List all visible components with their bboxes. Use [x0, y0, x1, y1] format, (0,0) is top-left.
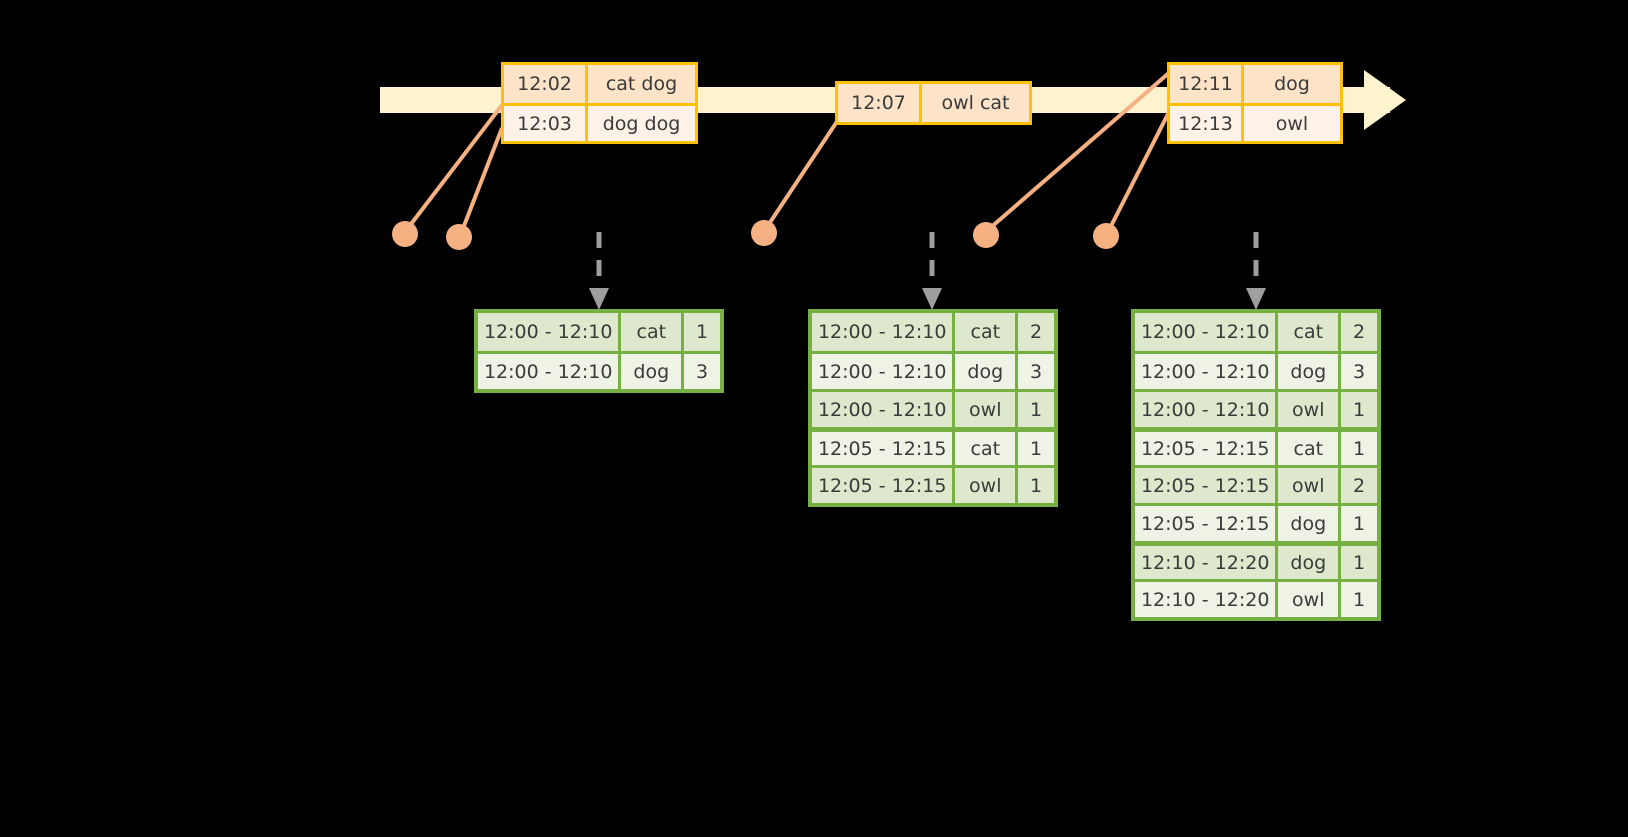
word-count: 1: [1353, 588, 1366, 611]
word-count: 2: [1353, 321, 1366, 343]
word-label: owl: [1278, 582, 1342, 617]
window-range: 12:00 - 12:10: [812, 392, 956, 427]
word-label: dog: [621, 354, 685, 389]
word-count: 1: [1030, 437, 1043, 460]
event-box-3[interactable]: 12:11 dog 12:13 owl: [1167, 62, 1343, 144]
event-row: 12:07 owl cat: [838, 84, 1029, 122]
event-dot-1: [392, 221, 418, 247]
word-label: cat: [1278, 313, 1342, 351]
timeline-arrowhead-icon: [1364, 70, 1406, 130]
event-words: cat dog: [605, 73, 678, 95]
word-label: owl: [1278, 392, 1342, 427]
word-count: 1: [696, 321, 709, 343]
window-range: 12:00 - 12:10: [478, 313, 622, 351]
event-box-1[interactable]: 12:02 cat dog 12:03 dog dog: [501, 62, 698, 144]
window-range: 12:10 - 12:20: [1135, 582, 1279, 617]
word-count: 1: [1353, 551, 1366, 574]
event-dot-2: [446, 224, 472, 250]
dashed-down-arrow-icon-3: [1246, 232, 1266, 310]
window-range: 12:00 - 12:10: [1135, 354, 1279, 389]
word-count: 1: [1353, 437, 1366, 460]
word-label: cat: [1278, 432, 1342, 465]
event-row: 12:11 dog: [1170, 65, 1340, 103]
window-range: 12:05 - 12:15: [1135, 468, 1279, 503]
word-count: 3: [1030, 360, 1043, 383]
event-dot-5: [1093, 223, 1119, 249]
word-count: 2: [1030, 321, 1043, 343]
event-words: dog: [1274, 73, 1310, 95]
window-range: 12:05 - 12:15: [812, 468, 956, 503]
word-count: 3: [1353, 360, 1366, 383]
word-count: 1: [1353, 512, 1366, 535]
word-count: 1: [1030, 398, 1043, 421]
window-range: 12:00 - 12:10: [1135, 392, 1279, 427]
word-label: dog: [1278, 354, 1342, 389]
event-words: dog dog: [602, 112, 681, 135]
window-range: 12:05 - 12:15: [1135, 432, 1279, 465]
dashed-down-arrow-icon-1: [589, 232, 609, 310]
event-time: 12:02: [504, 65, 588, 103]
event-words: owl: [1275, 112, 1309, 135]
event-row: 12:13 owl: [1170, 103, 1340, 141]
event-row: 12:03 dog dog: [504, 103, 695, 141]
word-count: 1: [1353, 398, 1366, 421]
event-time: 12:03: [504, 106, 588, 141]
window-range: 12:10 - 12:20: [1135, 546, 1279, 579]
window-range: 12:05 - 12:15: [1135, 506, 1279, 541]
word-label: cat: [621, 313, 685, 351]
word-count: 3: [696, 360, 709, 383]
event-dot-4: [973, 222, 999, 248]
event-time: 12:13: [1170, 106, 1244, 141]
dashed-down-arrow-icon-2: [922, 232, 942, 310]
event-box-2[interactable]: 12:07 owl cat: [835, 81, 1032, 125]
word-count: 1: [1030, 474, 1043, 497]
window-range: 12:00 - 12:10: [812, 313, 956, 351]
event-row: 12:02 cat dog: [504, 65, 695, 103]
word-label: dog: [1278, 546, 1342, 579]
word-label: owl: [955, 392, 1019, 427]
event-time: 12:07: [838, 84, 922, 122]
word-count: 2: [1353, 474, 1366, 497]
word-label: owl: [955, 468, 1019, 503]
window-range: 12:00 - 12:10: [812, 354, 956, 389]
word-label: cat: [955, 313, 1019, 351]
word-label: owl: [1278, 468, 1342, 503]
window-range: 12:05 - 12:15: [812, 432, 956, 465]
event-dot-3: [751, 220, 777, 246]
word-label: dog: [955, 354, 1019, 389]
window-range: 12:00 - 12:10: [478, 354, 622, 389]
event-time: 12:11: [1170, 65, 1244, 103]
event-words: owl cat: [941, 92, 1010, 114]
word-label: cat: [955, 432, 1019, 465]
word-label: dog: [1278, 506, 1342, 541]
window-range: 12:00 - 12:10: [1135, 313, 1279, 351]
